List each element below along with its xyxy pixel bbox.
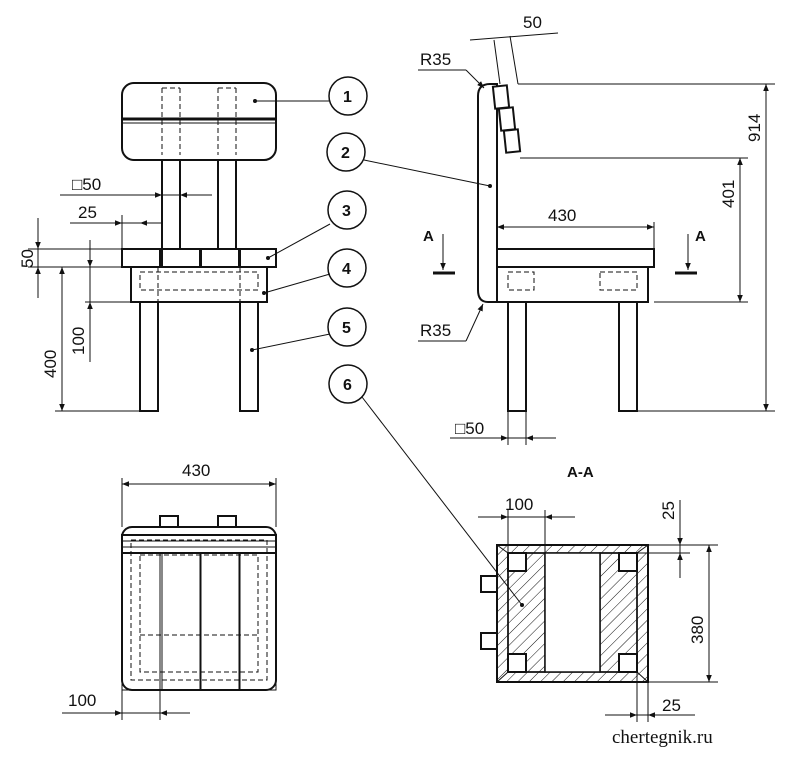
- section-marker-right: A: [695, 228, 706, 245]
- section-dim-25-top: 25: [659, 501, 678, 520]
- side-view: 50 R35 914 401 430 R35 □50: [363, 13, 775, 445]
- svg-text:4: 4: [342, 261, 351, 278]
- front-leg-left: [139, 301, 159, 412]
- front-dim-sq50: □50: [72, 175, 101, 194]
- front-dim-400: 400: [41, 350, 60, 378]
- section-aa: A-A 100 25: [361, 396, 718, 722]
- side-dim-sq50: □50: [455, 419, 484, 438]
- top-view: 430 100: [62, 461, 277, 720]
- top-dim-100: 100: [68, 691, 96, 710]
- top-back-tab-left: [159, 515, 179, 528]
- callout-6: 6: [328, 364, 368, 404]
- front-view: □50 25 50 100 400: [18, 82, 331, 412]
- watermark: chertegnik.ru: [612, 727, 713, 748]
- front-seat-board-2: [161, 248, 201, 268]
- front-dim-50: 50: [18, 249, 37, 268]
- front-back-post-left: [161, 159, 181, 250]
- side-back-board-3: [502, 128, 522, 154]
- svg-text:6: 6: [343, 377, 352, 394]
- front-dim-25: 25: [78, 203, 97, 222]
- front-dim-100: 100: [69, 327, 88, 355]
- svg-text:5: 5: [342, 320, 351, 337]
- front-back-post-right: [217, 159, 237, 250]
- side-rear-upright: [477, 83, 498, 303]
- front-seat-board-3: [200, 248, 240, 268]
- section-post-top: [480, 575, 498, 593]
- svg-text:2: 2: [341, 145, 350, 162]
- callout-3: 3: [327, 190, 367, 230]
- side-leg-front: [507, 301, 527, 412]
- section-title: A-A: [567, 464, 594, 481]
- section-dim-100: 100: [505, 495, 533, 514]
- callout-1: 1: [328, 76, 368, 116]
- side-dim-914: 914: [745, 114, 764, 142]
- section-post-bottom: [480, 632, 498, 650]
- side-back-board-2: [497, 106, 517, 132]
- front-apron: [130, 266, 268, 303]
- callout-5: 5: [327, 307, 367, 347]
- section-dim-380: 380: [688, 616, 707, 644]
- side-leg-rear: [618, 301, 638, 412]
- side-dim-50: 50: [523, 13, 542, 32]
- top-back-tab-right: [217, 515, 237, 528]
- svg-text:3: 3: [342, 203, 351, 220]
- side-dim-401: 401: [719, 180, 738, 208]
- top-dim-430: 430: [182, 461, 210, 480]
- section-rail-left: [507, 552, 546, 673]
- section-rail-right: [599, 552, 638, 673]
- side-dim-r35-bottom: R35: [420, 321, 451, 340]
- side-seat: [496, 248, 655, 268]
- front-backrest: [121, 82, 277, 161]
- side-back-board-1: [491, 84, 511, 110]
- callout-2: 2: [326, 132, 366, 172]
- section-dim-25-bottom: 25: [662, 696, 681, 715]
- callout-4: 4: [327, 248, 367, 288]
- front-leg-right: [239, 301, 259, 412]
- front-seat-board-4: [239, 248, 277, 268]
- side-dim-r35-top: R35: [420, 50, 451, 69]
- section-marker-left: A: [423, 228, 434, 245]
- svg-text:1: 1: [343, 89, 352, 106]
- side-dim-430: 430: [548, 206, 576, 225]
- front-seat-board-1: [121, 248, 161, 268]
